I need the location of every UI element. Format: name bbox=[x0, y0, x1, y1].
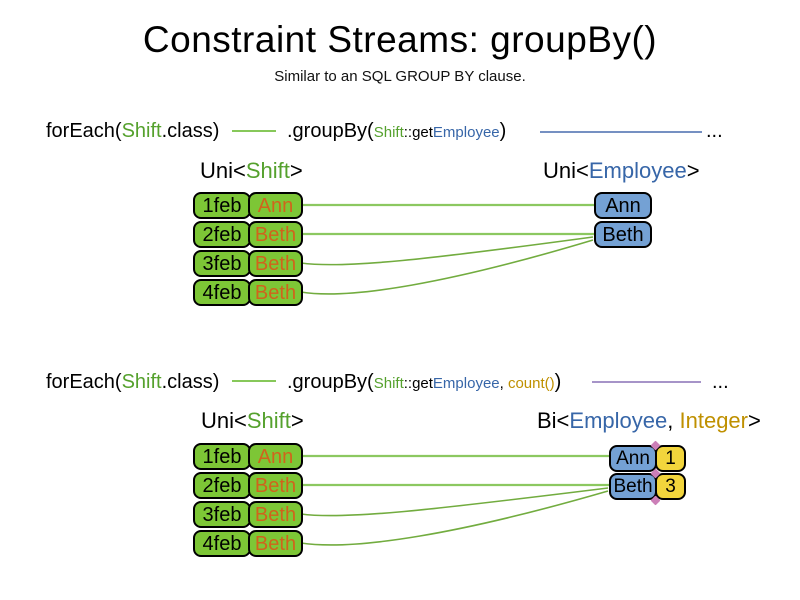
flow2-link-3feb-beth bbox=[300, 487, 609, 517]
group-employee: Ann bbox=[605, 194, 641, 217]
page-subtitle: Similar to an SQL GROUP BY clause. bbox=[274, 68, 526, 85]
flow1-ellipsis: ... bbox=[706, 120, 723, 142]
flow1-link-3feb-beth bbox=[300, 236, 594, 266]
shift-employee: Beth bbox=[254, 474, 297, 497]
shift-employee: Beth bbox=[254, 503, 297, 526]
shift-date-cell: 3feb bbox=[193, 501, 251, 528]
shift-date: 1feb bbox=[202, 445, 242, 468]
flow1-result-label-type: Employee bbox=[588, 158, 687, 183]
group-employee-box: Beth bbox=[594, 221, 652, 248]
shift-date: 3feb bbox=[202, 503, 242, 526]
group-count: 1 bbox=[665, 448, 676, 469]
shift-employee: Beth bbox=[254, 223, 297, 246]
shift-date-cell: 4feb bbox=[193, 279, 251, 306]
flow2-arg-accessor: ::get bbox=[403, 375, 433, 392]
group-count-box: 1 bbox=[655, 445, 686, 472]
flow2-source-label-type: Shift bbox=[246, 408, 291, 433]
flow2-foreach-pre: forEach( bbox=[46, 371, 122, 393]
shift-date: 2feb bbox=[202, 223, 242, 246]
flow2-result-label-sep: , bbox=[667, 408, 680, 433]
group-employee: Beth bbox=[602, 223, 644, 246]
flow2-foreach-type: Shift bbox=[121, 371, 162, 393]
flow1-source-label-type: Shift bbox=[245, 158, 290, 183]
flow2-arg-sep: , bbox=[499, 375, 508, 392]
flow2-groupby-pre: .groupBy( bbox=[287, 371, 374, 393]
shift-employee: Ann bbox=[257, 445, 294, 468]
shift-employee: Beth bbox=[254, 252, 297, 275]
shift-date: 2feb bbox=[202, 474, 242, 497]
flow1-foreach-pre: forEach( bbox=[46, 120, 122, 142]
flow2-result-label-post: > bbox=[748, 408, 761, 433]
flow2-result-label: Bi<Employee, Integer> bbox=[537, 408, 761, 434]
flow1-groupby-post: ) bbox=[499, 120, 507, 142]
flow1-arg-accessor: ::get bbox=[403, 124, 433, 141]
shift-employee-cell: Beth bbox=[248, 530, 303, 557]
shift-employee-cell: Ann bbox=[248, 443, 303, 470]
flow2-groupby-post: ) bbox=[554, 371, 562, 393]
shift-employee: Ann bbox=[257, 194, 294, 217]
shift-employee: Beth bbox=[254, 281, 297, 304]
flow2-source-label-post: > bbox=[290, 408, 304, 433]
flow2-result-label-type1: Employee bbox=[569, 408, 668, 433]
shift-employee-cell: Beth bbox=[248, 221, 303, 248]
shift-date-cell: 4feb bbox=[193, 530, 251, 557]
flow1-groupby-pre: .groupBy( bbox=[287, 120, 374, 142]
shift-employee-cell: Beth bbox=[248, 279, 303, 306]
shift-employee-cell: Beth bbox=[248, 472, 303, 499]
flow1-arg-class: Shift bbox=[373, 124, 404, 141]
flow2-arg-class: Shift bbox=[373, 375, 404, 392]
shift-date: 4feb bbox=[202, 532, 242, 555]
flow1-source-label-pre: Uni< bbox=[200, 158, 246, 183]
flow2-result-label-type2: Integer bbox=[679, 408, 749, 433]
flow2-ellipsis: ... bbox=[712, 371, 729, 393]
group-employee-box: Ann bbox=[609, 445, 657, 472]
flow1-foreach-expression: forEach(Shift.class) bbox=[46, 118, 219, 144]
group-count-box: 3 bbox=[655, 473, 686, 500]
flow2-source-label-pre: Uni< bbox=[201, 408, 247, 433]
flow1-foreach-type: Shift bbox=[121, 120, 162, 142]
shift-date-cell: 1feb bbox=[193, 443, 251, 470]
shift-date: 1feb bbox=[202, 194, 242, 217]
flow2-link-4feb-beth bbox=[300, 490, 609, 546]
page-title: Constraint Streams: groupBy() bbox=[142, 19, 658, 60]
shift-employee-cell: Ann bbox=[248, 192, 303, 219]
shift-date-cell: 3feb bbox=[193, 250, 251, 277]
flow2-arg-type: Employee bbox=[432, 375, 500, 392]
flow1-link-4feb-beth bbox=[300, 239, 594, 295]
group-count: 3 bbox=[665, 476, 676, 497]
flow1-foreach-post: .class) bbox=[161, 120, 220, 142]
flow2-source-label: Uni<Shift> bbox=[201, 408, 304, 434]
flow2-arg-collector: count() bbox=[507, 375, 555, 392]
shift-date: 4feb bbox=[202, 281, 242, 304]
flow1-source-label-post: > bbox=[289, 158, 303, 183]
flow1-result-label-post: > bbox=[686, 158, 700, 183]
shift-date-cell: 2feb bbox=[193, 221, 251, 248]
shift-date-cell: 1feb bbox=[193, 192, 251, 219]
shift-employee-cell: Beth bbox=[248, 501, 303, 528]
shift-employee-cell: Beth bbox=[248, 250, 303, 277]
flow1-source-label: Uni<Shift> bbox=[200, 158, 303, 184]
flow1-arg-type: Employee bbox=[432, 124, 500, 141]
flow1-groupby-expression: .groupBy(Shift::getEmployee) bbox=[287, 118, 506, 146]
group-employee: Ann bbox=[616, 448, 650, 469]
flow1-result-label: Uni<Employee> bbox=[543, 158, 700, 184]
flow2-foreach-post: .class) bbox=[161, 371, 220, 393]
group-employee-box: Ann bbox=[594, 192, 652, 219]
flow2-groupby-expression: .groupBy(Shift::getEmployee, count()) bbox=[287, 369, 561, 397]
shift-employee: Beth bbox=[254, 532, 297, 555]
shift-date: 3feb bbox=[202, 252, 242, 275]
flow2-result-label-pre: Bi< bbox=[537, 408, 570, 433]
flow1-result-label-pre: Uni< bbox=[543, 158, 589, 183]
flow2-foreach-expression: forEach(Shift.class) bbox=[46, 369, 219, 395]
group-employee: Beth bbox=[613, 476, 653, 497]
group-employee-box: Beth bbox=[609, 473, 657, 500]
shift-date-cell: 2feb bbox=[193, 472, 251, 499]
